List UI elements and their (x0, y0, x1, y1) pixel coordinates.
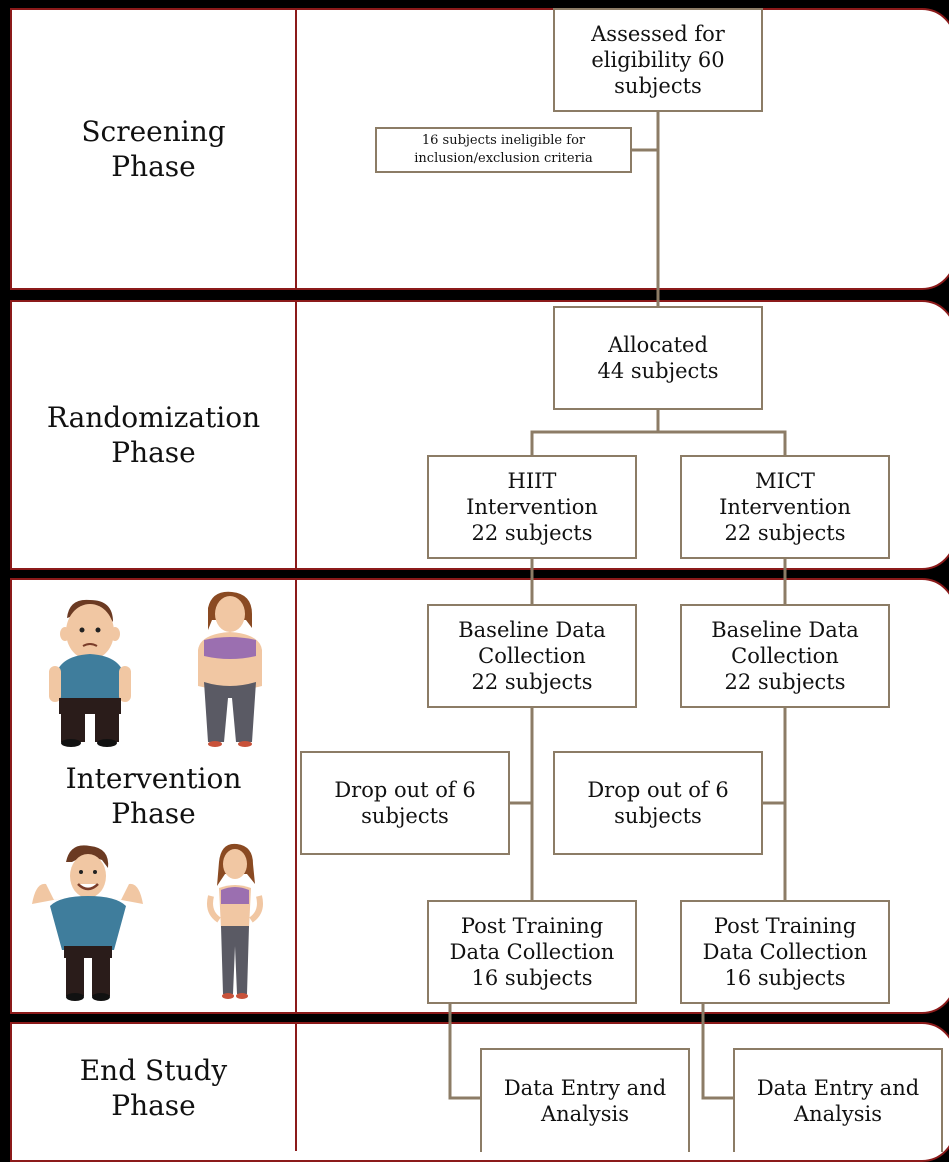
connector-post-mict-to-analysis (701, 1004, 734, 1100)
fit-man-illustration (32, 845, 143, 1001)
baseline-hiit-box: Baseline Data Collection 22 subjects (427, 604, 637, 708)
randomization-phase-cell: Randomization Phase (12, 302, 297, 568)
analysis-hiit-box: Data Entry and Analysis (480, 1048, 690, 1152)
overweight-woman-illustration (198, 591, 262, 747)
post-training-hiit-box: Post Training Data Collection 16 subject… (427, 900, 637, 1004)
mict-intervention-box: MICT Intervention 22 subjects (680, 455, 890, 559)
baseline-mict-box: Baseline Data Collection 22 subjects (680, 604, 890, 708)
assessed-box: Assessed for eligibility 60 subjects (553, 8, 763, 112)
hiit-intervention-box: HIIT Intervention 22 subjects (427, 455, 637, 559)
end-study-phase-cell: End Study Phase (12, 1024, 297, 1151)
ineligible-box: 16 subjects ineligible for inclusion/exc… (375, 127, 632, 173)
analysis-mict-box: Data Entry and Analysis (733, 1048, 943, 1152)
connector-allocated-split (530, 430, 787, 455)
connector-post-hiit-to-analysis (448, 1004, 481, 1100)
post-training-mict-box: Post Training Data Collection 16 subject… (680, 900, 890, 1004)
overweight-man-illustration (49, 599, 131, 747)
end-study-phase-label: End Study Phase (79, 1053, 228, 1122)
intervention-phase-cell: Intervention Phase (12, 580, 297, 1012)
dropout-hiit-box: Drop out of 6 subjects (300, 751, 510, 855)
randomization-phase-label: Randomization Phase (46, 401, 261, 469)
allocated-box: Allocated 44 subjects (553, 306, 763, 410)
fit-woman-illustration (207, 843, 263, 999)
screening-phase-cell: Screening Phase (12, 10, 297, 288)
screening-phase-label: Screening Phase (81, 115, 226, 183)
intervention-phase-label: Intervention Phase (65, 762, 242, 830)
dropout-mict-box: Drop out of 6 subjects (553, 751, 763, 855)
